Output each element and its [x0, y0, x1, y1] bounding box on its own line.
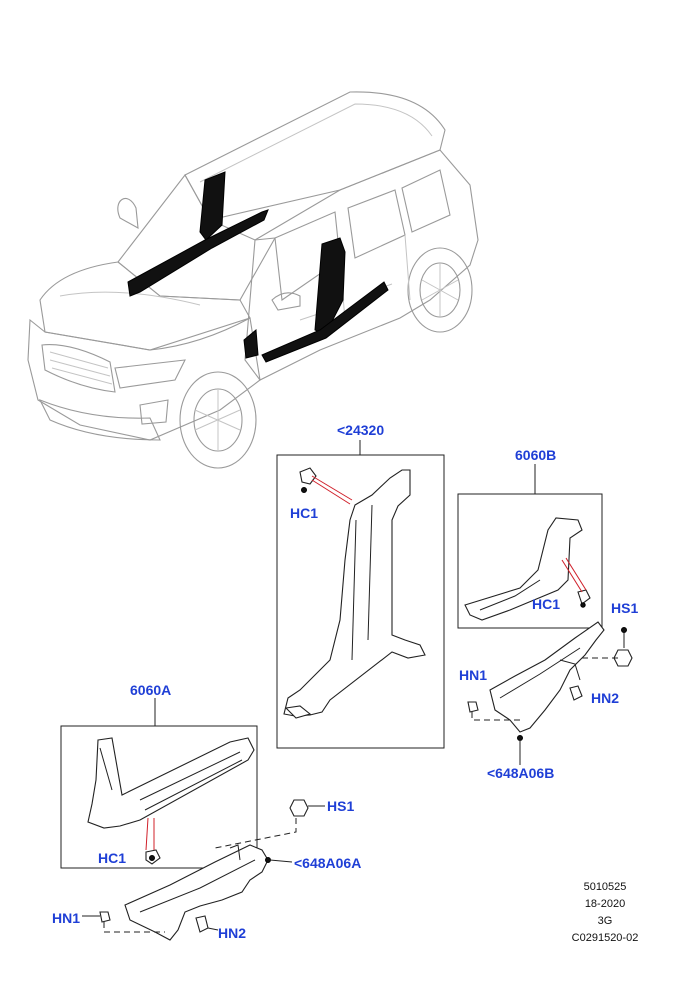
callout-24320: <24320 [337, 422, 385, 438]
highlight-a-pillar [199, 171, 226, 241]
meta-line-3: 3G [597, 915, 613, 927]
part-648a06a-group [82, 799, 325, 941]
callout-hn1-rear: HN1 [459, 667, 488, 683]
part-6060b-group [457, 464, 603, 629]
callout-648a06a: <648A06A [294, 855, 362, 871]
callout-648a06b: <648A06B [487, 765, 555, 781]
b-pillar-trim [283, 469, 426, 717]
screw-hs1-a [289, 799, 309, 817]
callout-hn2-front: HN2 [218, 925, 247, 941]
callout-6060b: 6060B [515, 447, 557, 463]
callout-hc1-rear-sill: HC1 [532, 596, 561, 612]
part-648a06b-group [467, 621, 633, 765]
front-sill-trim [87, 737, 255, 829]
callout-hc1-pillar: HC1 [290, 505, 319, 521]
callout-hn1-front: HN1 [52, 910, 81, 926]
callout-hn2-rear: HN2 [591, 690, 620, 706]
highlight-b-pillar [314, 237, 346, 336]
rear-sill-trim [464, 517, 583, 621]
part-6060a-group [60, 698, 258, 869]
clip-hc1-c [577, 589, 591, 605]
callout-hc1-front-sill: HC1 [98, 850, 127, 866]
meta-line-4: C0291520-02 [571, 932, 639, 944]
meta-line-1: 5010525 [583, 881, 627, 893]
highlight-sill-front [127, 209, 269, 297]
meta-line-2: 18-2020 [584, 898, 626, 910]
vehicle-illustration [27, 91, 479, 469]
callout-hs1-rear: HS1 [611, 600, 639, 616]
part-24320-group [276, 440, 445, 749]
highlight-sill-rear [261, 281, 389, 363]
rear-bracket [489, 621, 605, 733]
highlight-kick-panel [243, 328, 259, 359]
callout-6060a: 6060A [130, 682, 172, 698]
callout-hs1-front: HS1 [327, 798, 355, 814]
